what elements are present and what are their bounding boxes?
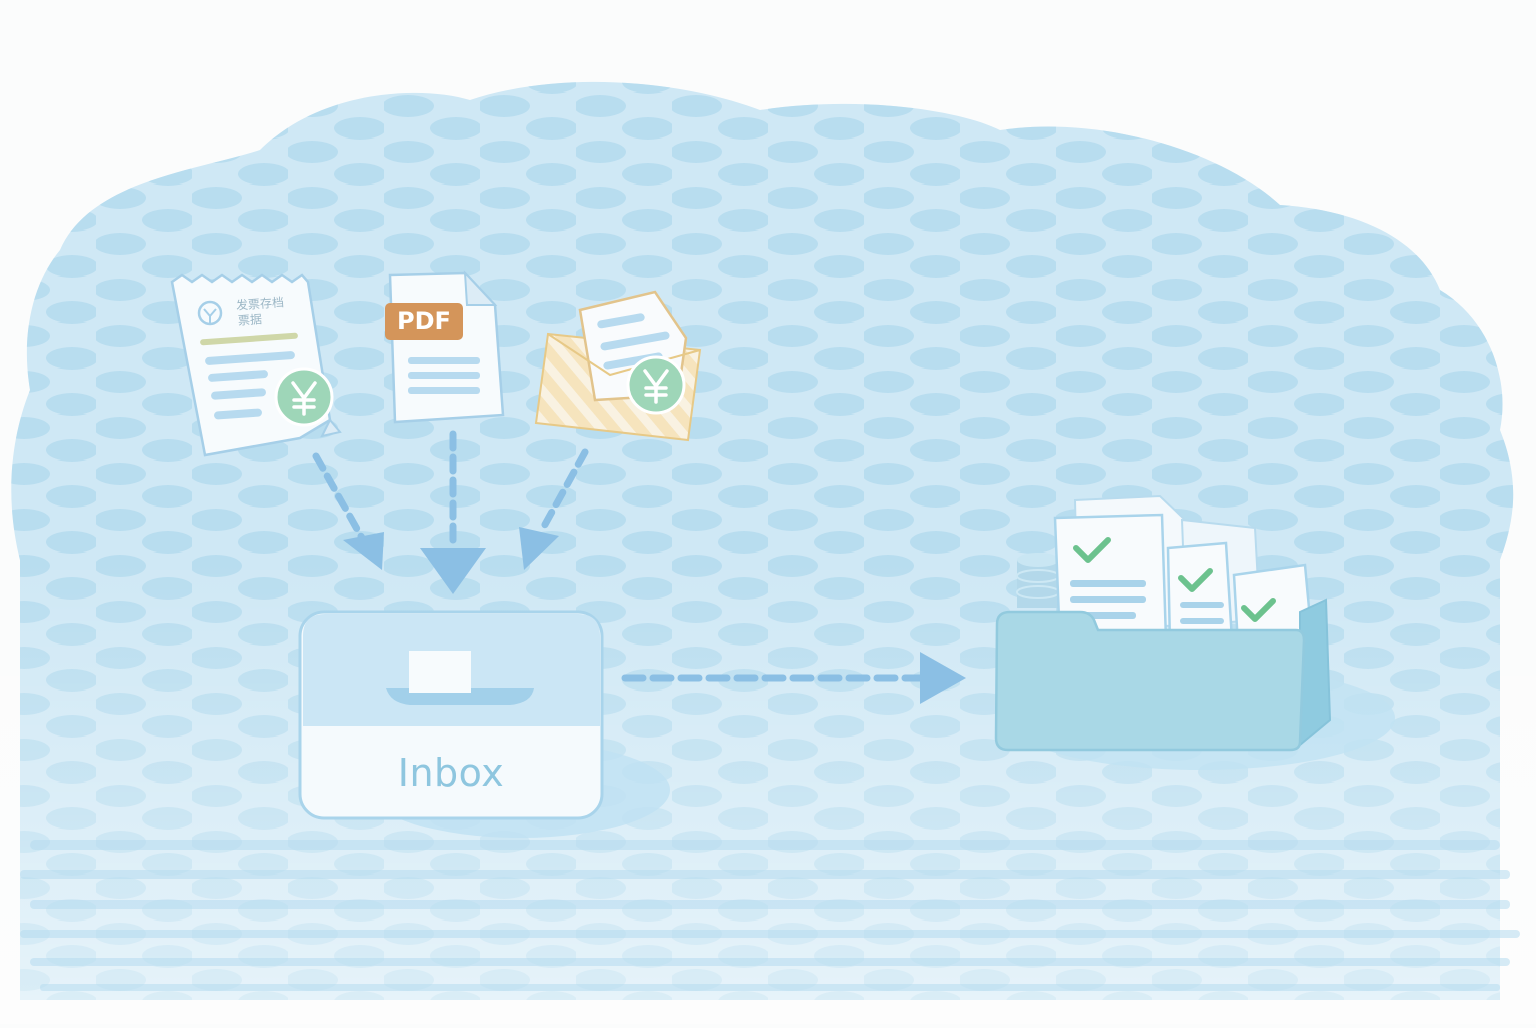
folder-archive-icon — [994, 494, 1395, 770]
cloud-background — [0, 81, 1536, 1024]
checkmark-icon — [1073, 537, 1111, 563]
arrow-pdf-to-inbox — [420, 430, 486, 594]
database-stack-icon — [1016, 553, 1060, 608]
receipt-header-line-2: 票据 — [237, 312, 263, 328]
inbox-label: Inbox — [397, 751, 505, 795]
yen-icon — [274, 367, 334, 427]
yen-icon — [626, 355, 686, 415]
arrow-receipt-to-inbox — [312, 452, 384, 570]
checkmark-icon — [1178, 568, 1213, 592]
arrow-inbox-to-archive — [621, 652, 966, 704]
pdf-document-icon — [385, 270, 505, 424]
pdf-badge-label: PDF — [397, 307, 451, 335]
inbox-tray-icon — [298, 610, 670, 838]
checkmark-icon — [1241, 598, 1276, 622]
arrow-envelope-to-inbox — [519, 448, 589, 570]
